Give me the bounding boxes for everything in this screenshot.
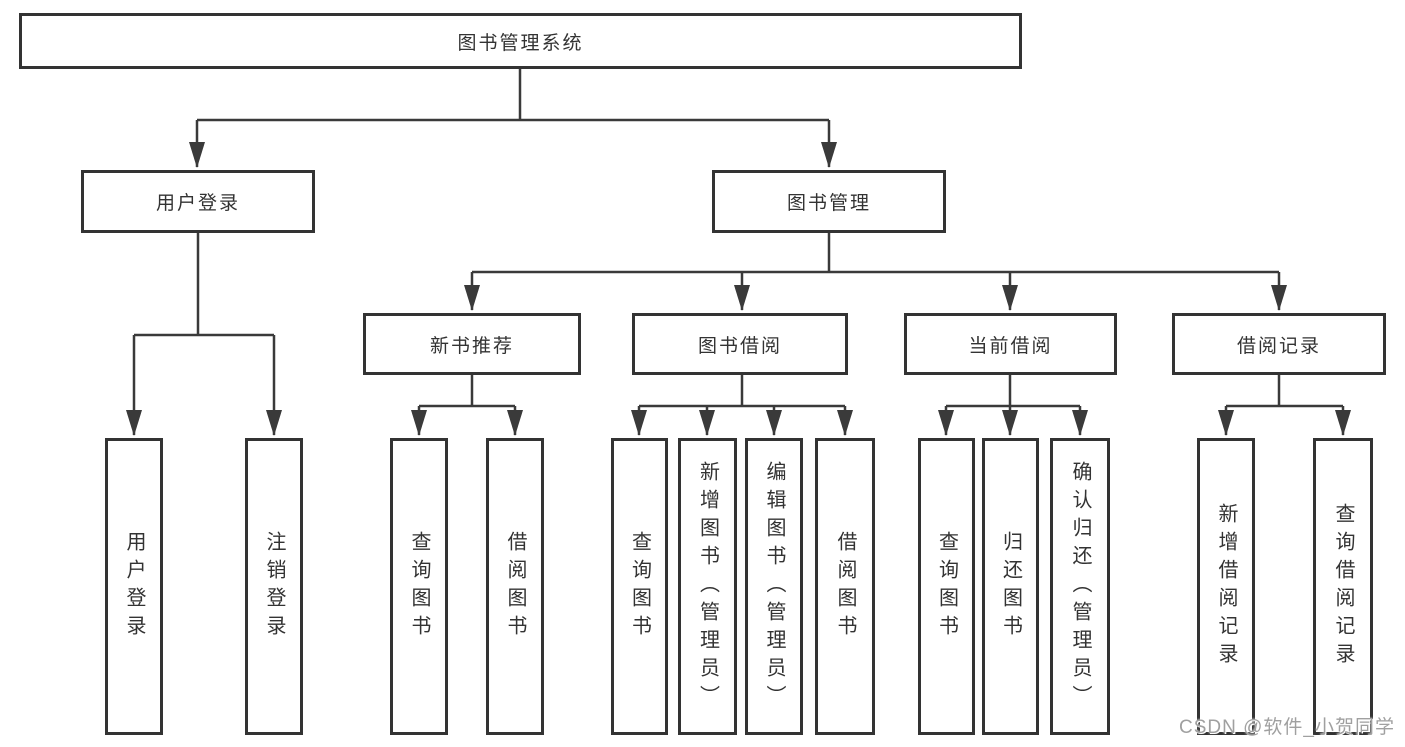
node-borrowing-records: 借阅记录: [1172, 313, 1386, 375]
node-leaf-borrow-books-recommend: 借阅图书: [486, 438, 544, 735]
node-label: 查询借阅记录: [1332, 502, 1354, 671]
node-leaf-query-books-borrowing: 查询图书: [611, 438, 668, 735]
node-leaf-return-books: 归还图书: [982, 438, 1039, 735]
node-label: 注销登录: [263, 530, 285, 643]
node-leaf-edit-book-admin: 编辑图书（管理员）: [745, 438, 803, 735]
node-label: 借阅图书: [834, 530, 856, 643]
node-label: 用户登录: [123, 530, 145, 643]
node-user-login: 用户登录: [81, 170, 315, 233]
node-leaf-add-borrow-record: 新增借阅记录: [1197, 438, 1255, 735]
node-new-book-recommendation: 新书推荐: [363, 313, 581, 375]
node-leaf-query-borrow-record: 查询借阅记录: [1313, 438, 1373, 735]
node-label: 查询图书: [628, 530, 651, 643]
node-leaf-add-book-admin: 新增图书（管理员）: [678, 438, 737, 735]
node-label: 新增图书（管理员）: [696, 460, 719, 713]
node-book-borrowing: 图书借阅: [632, 313, 848, 375]
csdn-watermark: CSDN @软件_小贺同学: [1179, 717, 1395, 738]
node-label: 查询图书: [935, 530, 958, 643]
node-label: 归还图书: [999, 530, 1022, 643]
node-leaf-query-books-recommend: 查询图书: [390, 438, 448, 735]
node-current-borrowing: 当前借阅: [904, 313, 1117, 375]
node-leaf-user-login: 用户登录: [105, 438, 163, 735]
node-label: 确认归还（管理员）: [1069, 460, 1091, 713]
node-label: 查询图书: [408, 530, 430, 643]
node-label: 借阅图书: [504, 530, 526, 643]
node-label: 新增借阅记录: [1215, 502, 1237, 671]
node-book-management: 图书管理: [712, 170, 946, 233]
node-leaf-logout: 注销登录: [245, 438, 303, 735]
node-leaf-query-books-current: 查询图书: [918, 438, 975, 735]
node-label: 编辑图书（管理员）: [763, 460, 785, 713]
node-leaf-confirm-return-admin: 确认归还（管理员）: [1050, 438, 1110, 735]
node-root: 图书管理系统: [19, 13, 1022, 69]
node-leaf-borrow-books: 借阅图书: [815, 438, 875, 735]
